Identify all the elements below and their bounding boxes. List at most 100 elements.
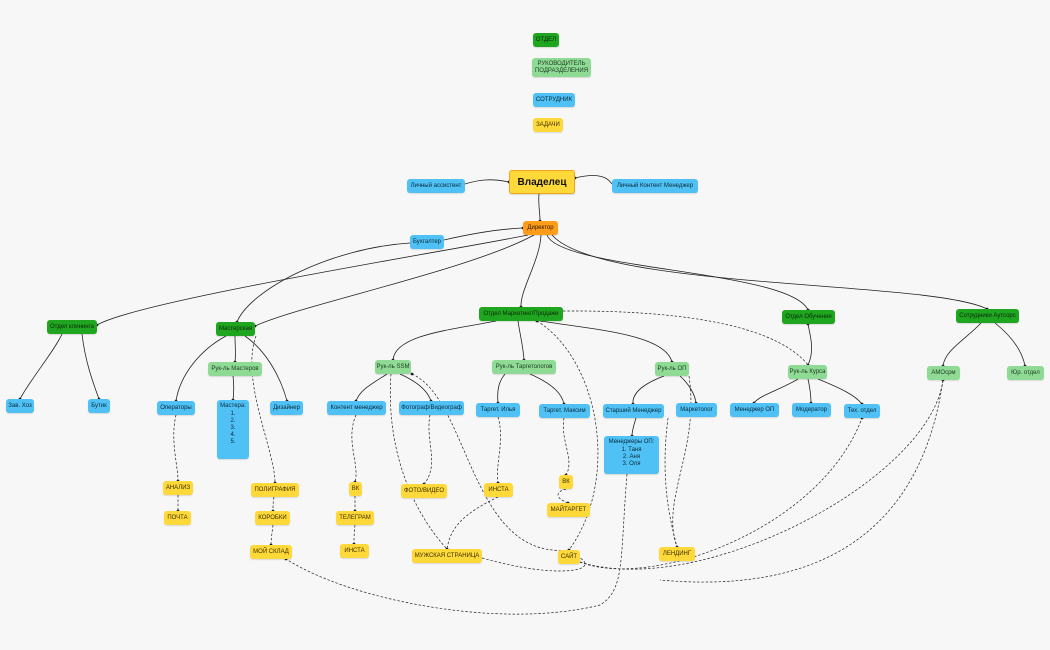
node-task-insta-1[interactable]: ИНСТА	[340, 544, 369, 558]
managers-op-items: 1. Таня 2. Аня 3. Оля	[622, 447, 642, 468]
masters-item: 5.	[230, 439, 236, 445]
dashed-connector	[557, 488, 569, 504]
legend-lead-line2: ПОДРАЗДЕЛЕНИЯ	[534, 67, 589, 74]
connector	[807, 378, 812, 404]
node-task-site[interactable]: САЙТ	[558, 550, 580, 564]
node-task-korobki[interactable]: КОРОБКИ	[255, 511, 290, 525]
connector	[392, 320, 497, 361]
node-assistant[interactable]: Личный ассистент	[407, 179, 465, 193]
node-target-ilya[interactable]: Таргет. Илья	[476, 403, 520, 417]
connector	[19, 333, 63, 400]
node-head-smm[interactable]: Рук-ль SSM	[375, 360, 411, 374]
masters-item: 4.	[230, 432, 236, 438]
connector	[632, 375, 665, 405]
node-task-photovideo[interactable]: ФОТО/ВИДЕО	[401, 484, 447, 498]
managers-op-item: 1. Таня	[621, 447, 642, 453]
dashed-connector	[664, 417, 678, 548]
node-task-mytarget[interactable]: МАЙТАРГЕТ	[547, 503, 590, 517]
node-zav-hoz[interactable]: Зав. Хоз	[6, 399, 34, 413]
node-task-insta-2[interactable]: ИНСТА	[484, 483, 513, 497]
connector	[539, 320, 673, 363]
node-operators[interactable]: Операторы	[157, 401, 195, 415]
legend-lead: РУКОВОДИТЕЛЬ ПОДРАЗДЕЛЕНИЯ	[532, 58, 591, 77]
node-task-male-page[interactable]: МУЖСКАЯ СТРАНИЦА	[412, 549, 482, 563]
connector	[546, 234, 809, 311]
connector	[994, 322, 1026, 367]
node-task-analiz[interactable]: АНАЛИЗ	[163, 481, 193, 495]
connector	[232, 375, 235, 401]
node-task-pochta[interactable]: ПОЧТА	[164, 511, 191, 525]
node-task-poligrafia[interactable]: ПОЛИГРАФИЯ	[251, 483, 299, 497]
node-personal-content-manager[interactable]: Личный Контент Менеджер	[612, 179, 698, 193]
node-senior-manager[interactable]: Старший Менеджер	[603, 404, 664, 418]
legend-dept: ОТДЕЛ	[533, 33, 559, 47]
node-head-masters[interactable]: Рук-ль Мастеров	[208, 362, 262, 376]
node-designer[interactable]: Дизайнер	[270, 401, 303, 415]
connector	[538, 193, 541, 222]
masters-item: 3.	[230, 425, 236, 431]
connector	[517, 320, 525, 361]
managers-op-item: 2. Аня	[622, 454, 641, 460]
connector	[399, 373, 432, 402]
connector-endpoint	[410, 372, 414, 376]
connector	[551, 234, 988, 310]
node-managers-op[interactable]: Менеджеры ОП: 1. Таня 2. Аня 3. Оля	[604, 436, 659, 474]
masters-item: 2.	[230, 418, 236, 424]
node-head-course[interactable]: Рук-ль Курса	[788, 365, 827, 379]
node-manager-op[interactable]: Менеджер ОП	[730, 403, 779, 417]
node-target-maxim[interactable]: Таргет. Максим	[539, 404, 590, 418]
dashed-connector	[446, 496, 499, 550]
legend-task: ЗАДАЧИ	[533, 118, 563, 132]
node-director[interactable]: Директор	[523, 221, 558, 235]
connector	[942, 322, 982, 367]
node-masters-list[interactable]: Мастера: 1. 2. 3. 4. 5.	[217, 400, 249, 459]
connector	[81, 333, 100, 400]
legend-emp: СОТРУДНИК	[533, 93, 575, 107]
node-dept-cleaning[interactable]: Отдел клининга	[47, 320, 97, 334]
connector	[443, 227, 524, 241]
connector	[96, 234, 529, 326]
node-content-manager[interactable]: Контент менеджер	[327, 401, 386, 415]
node-dept-training[interactable]: Отдел Обучения	[782, 310, 835, 324]
connector	[574, 175, 613, 185]
node-photographer[interactable]: Фотограф/Видеограф	[399, 401, 464, 415]
connector	[817, 378, 863, 405]
dashed-connector	[353, 524, 356, 545]
dashed-connector	[562, 417, 570, 476]
node-moderator[interactable]: Модератор	[792, 403, 831, 417]
dashed-connector	[272, 496, 275, 512]
node-task-moy-sklad[interactable]: МОЙ СКЛАД	[250, 545, 292, 559]
dashed-connector	[285, 473, 628, 615]
node-tech-dept[interactable]: Тех. отдел	[844, 404, 880, 418]
node-head-op[interactable]: Рук-ль ОП	[655, 362, 689, 376]
node-task-telegram[interactable]: ТЕЛЕГРАМ	[336, 511, 374, 525]
dashed-connector	[173, 414, 179, 482]
connector	[236, 242, 411, 323]
node-head-target[interactable]: Рук-ль Таргетологов	[492, 360, 556, 374]
node-dept-workshop[interactable]: Мастерская	[216, 322, 255, 336]
connector	[753, 378, 799, 404]
dashed-connector	[672, 375, 692, 548]
node-dept-outsource[interactable]: Сотрудники Аутсорс	[956, 309, 1019, 323]
connector	[497, 373, 506, 404]
node-task-vk-2[interactable]: ВК	[559, 475, 573, 489]
node-accountant[interactable]: Бухгалтер	[410, 235, 444, 249]
node-owner[interactable]: Владелец	[509, 170, 575, 194]
connector	[464, 179, 510, 185]
node-task-vk-1[interactable]: ВК	[349, 482, 362, 496]
node-dept-marketing[interactable]: Отдел Маркетинг/Продажи	[479, 307, 563, 321]
masters-title: Мастера:	[220, 403, 246, 409]
node-marketolog[interactable]: Маркетолог	[676, 403, 717, 417]
dashed-connector	[497, 416, 501, 484]
legend-lead-line1: РУКОВОДИТЕЛЬ	[537, 60, 586, 67]
node-butik[interactable]: Бутик	[88, 399, 110, 413]
masters-item: 1.	[230, 411, 236, 417]
connector	[520, 234, 542, 308]
node-task-landing[interactable]: ЛЕНДИНГ	[659, 547, 695, 561]
node-legal-dept[interactable]: Юр. отдел	[1007, 366, 1044, 380]
masters-items: 1. 2. 3. 4. 5.	[230, 411, 235, 446]
connector	[807, 323, 813, 366]
node-amocrm[interactable]: АМОсрм	[927, 366, 960, 380]
